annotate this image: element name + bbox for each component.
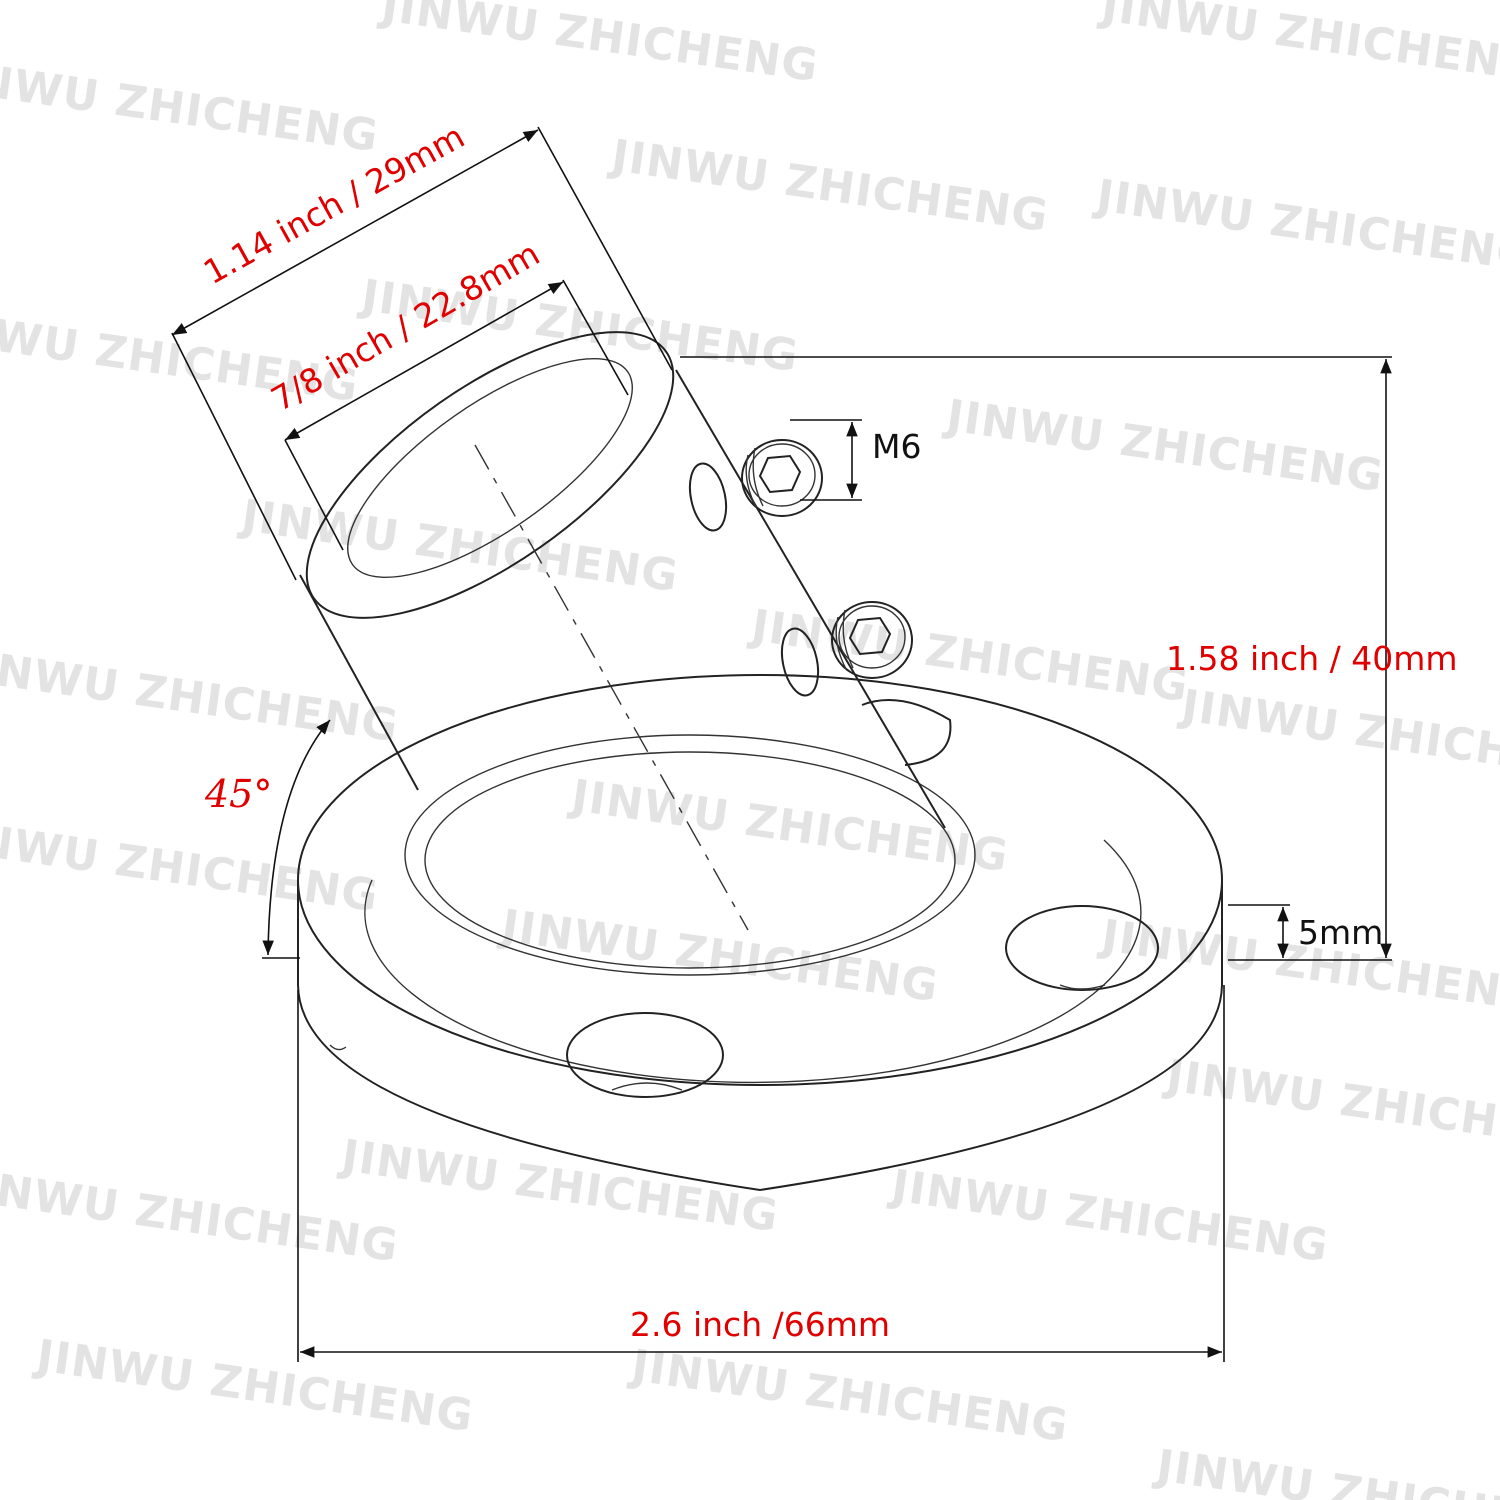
dimension-outer-diameter <box>171 126 673 581</box>
mounting-hole-left <box>566 1012 724 1098</box>
watermark-text: JINWU ZHICHENG <box>0 50 382 162</box>
base-flange <box>297 674 1223 1192</box>
dimension-base-thickness <box>1228 904 1392 961</box>
watermark-text: JINWU ZHICHENG <box>940 390 1386 502</box>
dimension-height <box>680 356 1392 958</box>
set-screw-upper <box>741 439 823 517</box>
screw-label: M6 <box>872 427 921 466</box>
angle-label: 45° <box>204 772 272 816</box>
angled-tube <box>299 331 946 931</box>
dimension-base-diameter <box>297 985 1225 1362</box>
watermark-text: JINWU ZHICHENG <box>1160 1050 1500 1162</box>
watermark-text: JINWU ZHICHENG <box>1175 680 1500 792</box>
dimension-screw <box>790 419 862 501</box>
set-screw-lower <box>831 601 913 679</box>
watermark-text: JINWU ZHICHENG <box>745 600 1191 712</box>
height-label: 1.58 inch / 40mm <box>1166 639 1458 678</box>
mounting-hole-right <box>1005 905 1159 991</box>
watermark-text: JINWU ZHICHENG <box>375 0 821 92</box>
watermark-text: JINWU ZHICHENG <box>885 1160 1331 1272</box>
watermark-text: JINWU ZHICHENG <box>1090 170 1500 282</box>
watermark-text: JINWU ZHICHENG <box>235 490 681 602</box>
watermark-text: JINWU ZHICHENG <box>605 130 1051 242</box>
base-thickness-label: 5mm <box>1298 913 1383 952</box>
mounting-hole-back <box>861 699 952 766</box>
dimension-inner-diameter <box>284 279 629 551</box>
watermark-text: JINWU ZHICHENG <box>30 1330 476 1442</box>
watermark-text: JINWU ZHICHENG <box>495 900 941 1012</box>
watermark-text: JINWU ZHICHENG <box>1150 1440 1500 1500</box>
dimension-angle <box>262 719 331 959</box>
watermark-text: JINWU ZHICHENG <box>625 1340 1071 1452</box>
watermark-text: JINWU ZHICHENG <box>0 810 382 922</box>
watermark-text: JINWU ZHICHENG <box>0 640 402 752</box>
base-diameter-label: 2.6 inch /66mm <box>630 1305 890 1344</box>
watermark-text: JINWU ZHICHENG <box>335 1130 781 1242</box>
watermark-text: JINWU ZHICHENG <box>1095 0 1500 92</box>
